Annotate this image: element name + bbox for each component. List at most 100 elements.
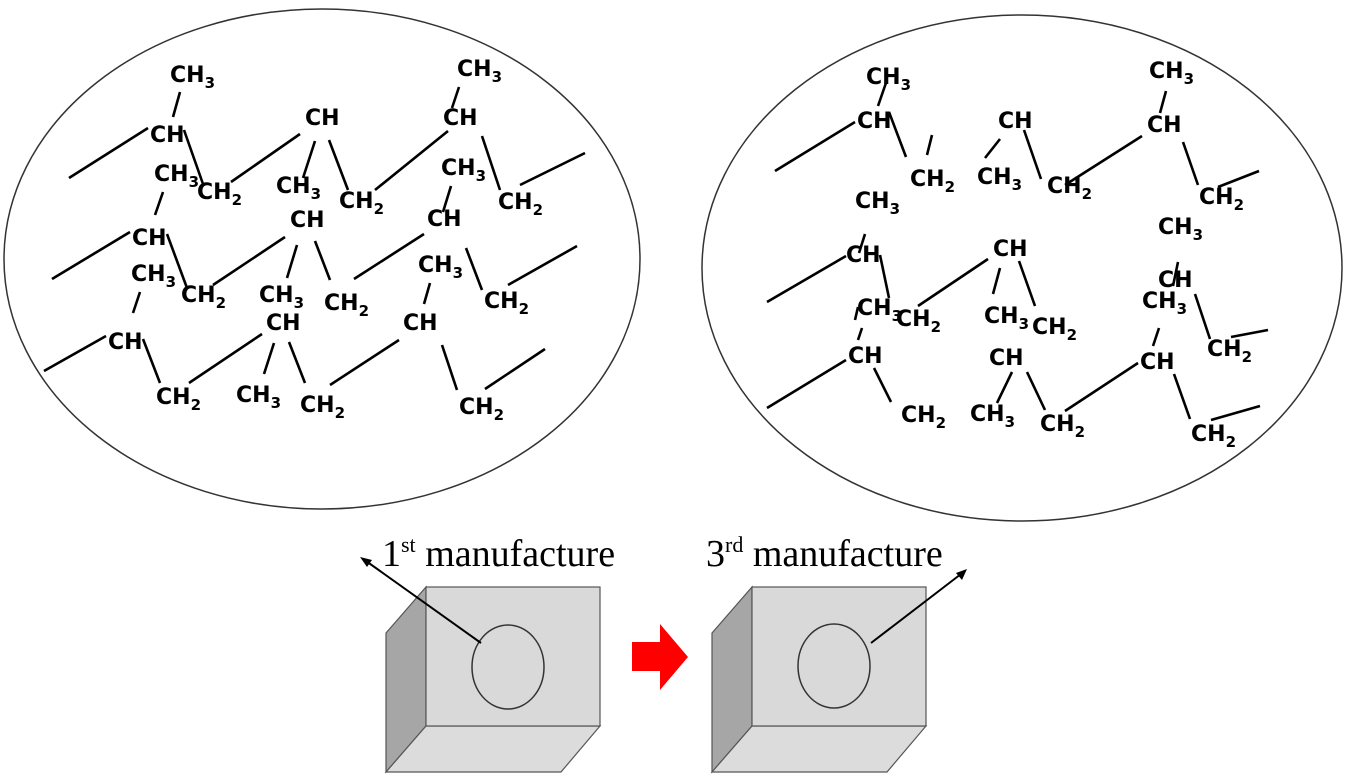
methyl-group: CH3 xyxy=(131,262,176,291)
bond-line xyxy=(422,282,432,305)
methylene-group: CH2 xyxy=(1191,422,1236,451)
bond-line xyxy=(484,347,546,391)
bond-line xyxy=(43,334,107,373)
right-bonds xyxy=(766,79,1269,422)
methine-group: CH xyxy=(150,123,185,148)
methyl-group: CH3 xyxy=(276,174,321,203)
bond-line xyxy=(925,134,934,156)
bond-line xyxy=(766,358,847,410)
bond-line xyxy=(1193,293,1212,340)
methyl-group: CH3 xyxy=(866,65,911,94)
methylene-group: CH2 xyxy=(1040,412,1085,441)
bond-line xyxy=(374,129,449,192)
bond-line xyxy=(301,140,317,179)
bond-line xyxy=(441,185,453,213)
bond-line xyxy=(887,111,908,158)
bond-line xyxy=(774,120,856,173)
bond-line xyxy=(1064,134,1143,187)
bond-line xyxy=(440,344,459,391)
bond-line xyxy=(766,254,847,304)
methine-group: CH xyxy=(266,311,301,336)
bond-line xyxy=(464,247,484,291)
methyl-group: CH3 xyxy=(1142,289,1187,318)
methylene-group: CH2 xyxy=(339,189,384,218)
bond-line xyxy=(856,327,864,341)
bond-line xyxy=(872,367,893,403)
methyl-group: CH3 xyxy=(984,304,1029,333)
bond-line xyxy=(141,338,162,384)
third-manufacture-block xyxy=(710,569,967,774)
methylene-group: CH2 xyxy=(156,385,201,414)
sample-region-circle xyxy=(471,624,545,710)
methylene-group: CH2 xyxy=(1199,185,1244,214)
methylene-group: CH2 xyxy=(896,307,941,336)
third-pointer-arrowhead xyxy=(956,569,967,580)
methylene-group: CH2 xyxy=(1032,315,1077,344)
methylene-group: CH2 xyxy=(300,393,345,422)
bond-line xyxy=(480,135,502,191)
methine-group: CH xyxy=(108,330,143,355)
bond-line xyxy=(853,306,860,321)
methyl-group: CH3 xyxy=(457,57,502,86)
bond-line xyxy=(876,79,889,107)
left-bonds xyxy=(43,86,586,391)
bond-line xyxy=(1017,260,1037,307)
methylene-group: CH2 xyxy=(181,283,226,312)
methine-group: CH xyxy=(998,109,1033,134)
bond-line xyxy=(313,240,332,281)
methyl-group: CH3 xyxy=(857,296,902,325)
methylene-group: CH2 xyxy=(498,190,543,219)
first-manufacture-block xyxy=(360,557,602,774)
first-pointer-arrowhead xyxy=(360,557,372,567)
bond-line xyxy=(230,132,301,184)
methine-group: CH xyxy=(427,207,462,232)
third-manufacture-label: 3rd manufacture xyxy=(706,532,943,575)
methine-group: CH xyxy=(132,226,167,251)
methine-group: CH xyxy=(993,237,1028,262)
first-manufacture-label: 1st manufacture xyxy=(382,532,615,575)
bond-line xyxy=(1064,361,1139,413)
methylene-group: CH2 xyxy=(910,167,955,196)
methylene-group: CH2 xyxy=(324,291,369,320)
bond-line xyxy=(1171,261,1180,287)
methylene-group: CH2 xyxy=(901,403,946,432)
bond-line xyxy=(878,254,891,299)
bond-line xyxy=(1210,404,1261,422)
bond-line xyxy=(507,244,578,287)
methyl-group: CH3 xyxy=(970,402,1015,431)
bond-line xyxy=(450,86,461,109)
bond-line xyxy=(983,138,1002,159)
methine-group: CH xyxy=(443,106,478,131)
sample-region-circle xyxy=(797,623,871,709)
methine-group: CH xyxy=(1147,113,1182,138)
bond-line xyxy=(153,191,165,216)
methine-group: CH xyxy=(989,346,1024,371)
bond-line xyxy=(51,230,131,281)
bond-line xyxy=(327,139,350,191)
bond-line xyxy=(1025,371,1047,411)
methyl-group: CH3 xyxy=(1149,59,1194,88)
methine-group: CH xyxy=(848,344,883,369)
methine-group: CH xyxy=(403,311,438,336)
bond-line xyxy=(991,267,1002,295)
bond-line xyxy=(165,233,189,289)
methine-group: CH xyxy=(857,109,892,134)
methyl-group: CH3 xyxy=(259,283,304,312)
bond-line xyxy=(1151,327,1161,347)
process-arrow-icon xyxy=(632,624,688,690)
methyl-group: CH3 xyxy=(154,162,199,191)
bond-line xyxy=(857,233,867,254)
methyl-group: CH3 xyxy=(418,253,463,282)
methine-group: CH xyxy=(290,208,325,233)
left-magnified-ellipse xyxy=(3,8,641,510)
methine-group: CH xyxy=(1140,350,1175,375)
bond-line xyxy=(171,91,182,118)
methylene-group: CH2 xyxy=(459,395,504,424)
third-pointer-line xyxy=(870,573,962,644)
bond-line xyxy=(68,126,149,180)
bond-line xyxy=(131,291,142,314)
bond-line xyxy=(212,235,286,287)
